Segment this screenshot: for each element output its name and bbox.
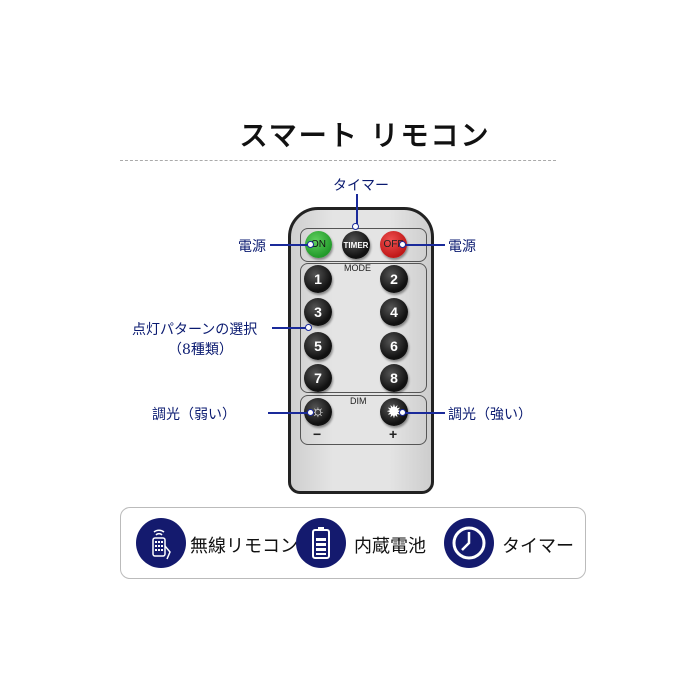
dim-section xyxy=(300,395,427,445)
callout-dot xyxy=(399,409,406,416)
dim-label: DIM xyxy=(350,396,367,406)
callout-line xyxy=(356,194,358,226)
sun-dim-icon: ☼ xyxy=(310,403,326,420)
off-button[interactable]: OFF xyxy=(380,231,407,258)
power-callout-left: 電源 xyxy=(238,239,266,255)
mode-button-5[interactable]: 5 xyxy=(304,332,332,360)
divider xyxy=(120,160,556,161)
callout-dot xyxy=(399,241,406,248)
feature-bar xyxy=(120,507,586,579)
timer-callout: タイマー xyxy=(333,178,389,194)
minus-label: − xyxy=(313,426,322,442)
feature-label: 無線リモコン xyxy=(190,536,298,557)
dim-strong-callout: 調光（強い） xyxy=(448,407,532,423)
mode-button-4[interactable]: 4 xyxy=(380,298,408,326)
plus-label: + xyxy=(389,426,398,442)
battery-icon xyxy=(296,518,346,568)
callout-line xyxy=(402,412,445,414)
feature-label: タイマー xyxy=(502,536,574,557)
mode-button-1[interactable]: 1 xyxy=(304,265,332,293)
dim-up-button[interactable]: ✹ xyxy=(380,398,408,426)
mode-label: MODE xyxy=(344,263,371,273)
callout-dot xyxy=(305,324,312,331)
callout-line xyxy=(402,244,445,246)
callout-line xyxy=(270,244,310,246)
mode-button-7[interactable]: 7 xyxy=(304,364,332,392)
dim-weak-callout: 調光（弱い） xyxy=(152,407,236,423)
power-callout-right: 電源 xyxy=(448,239,476,255)
callout-dot xyxy=(352,223,359,230)
callout-line xyxy=(268,412,310,414)
mode-button-2[interactable]: 2 xyxy=(380,265,408,293)
feature-label: 内蔵電池 xyxy=(354,536,426,557)
wireless-remote-icon xyxy=(136,518,186,568)
sun-bright-icon: ✹ xyxy=(387,404,401,421)
mode-button-3[interactable]: 3 xyxy=(304,298,332,326)
timer-button[interactable]: TIMER xyxy=(342,231,370,259)
mode-button-6[interactable]: 6 xyxy=(380,332,408,360)
callout-dot xyxy=(307,241,314,248)
mode-button-8[interactable]: 8 xyxy=(380,364,408,392)
page-title: スマート リモコン xyxy=(239,119,491,152)
callout-dot xyxy=(307,409,314,416)
pattern-callout: 点灯パターンの選択 xyxy=(132,322,258,338)
callout-line xyxy=(272,327,308,329)
pattern-callout-count: （8種類） xyxy=(168,342,233,358)
clock-icon xyxy=(444,518,494,568)
